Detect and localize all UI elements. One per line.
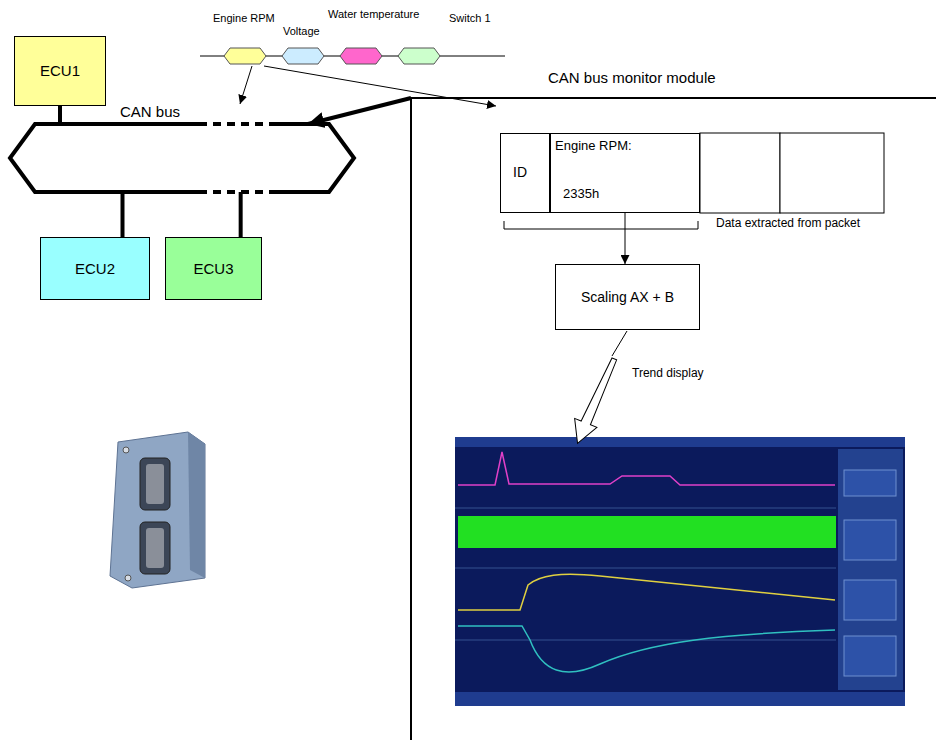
connector	[58, 106, 62, 124]
node-text: CAN bus monitor module	[548, 69, 716, 87]
label-text: Engine RPM	[213, 12, 275, 25]
band-outline	[7, 104, 357, 197]
connector	[121, 192, 125, 237]
connector	[308, 98, 411, 124]
hollow-arrow	[566, 354, 623, 448]
module-side	[188, 432, 205, 578]
connector	[239, 192, 243, 237]
screen-panel	[838, 449, 903, 690]
ecu-box: ECU3	[165, 237, 262, 300]
screw	[123, 447, 129, 453]
screen-button	[844, 470, 896, 496]
band-edge-dashed	[199, 190, 269, 194]
packet-field: ID	[500, 133, 550, 213]
screen-bar	[455, 437, 905, 447]
scaling-box: Scaling AX + B	[555, 264, 700, 330]
grid-line	[455, 508, 836, 509]
trace-cyan	[458, 626, 835, 672]
trace-band	[458, 516, 836, 548]
db9-connector	[140, 522, 170, 574]
ecu-box: ECU1	[14, 36, 106, 106]
node-text: CAN bus	[120, 103, 180, 121]
screen-button	[844, 580, 896, 620]
signal-hexagon	[398, 48, 440, 64]
label-text: Voltage	[283, 25, 320, 38]
can-bus-band: CAN bus	[8, 104, 358, 197]
band-edge	[269, 124, 354, 192]
module-photo	[110, 432, 205, 588]
monitor-module: CAN bus monitor moduleIDEngine RPM:2335h…	[410, 97, 936, 740]
screen-button	[844, 520, 896, 560]
packet-cell	[700, 133, 780, 213]
connector	[625, 213, 626, 264]
db9-pins	[146, 528, 164, 568]
screw	[125, 575, 131, 581]
screen-background	[455, 437, 905, 706]
grid-line	[455, 640, 836, 641]
node-text: ECU2	[75, 260, 115, 278]
signal-hexagon	[224, 48, 266, 64]
db9-connector	[140, 458, 170, 510]
node-text: Engine RPM:	[555, 138, 632, 154]
node-text: ECU3	[193, 260, 233, 278]
ecu-box: ECU2	[40, 237, 150, 300]
band-edge	[10, 124, 199, 192]
leader-arrow	[240, 66, 252, 104]
bracket	[504, 221, 698, 229]
trend-screenshot	[455, 437, 905, 706]
leader-line	[612, 331, 627, 356]
signal-hexagon	[340, 48, 382, 64]
node-text: 2335h	[563, 186, 599, 202]
db9-pins	[146, 464, 164, 504]
module-body	[110, 432, 205, 588]
trace-magenta	[458, 452, 835, 485]
screen-button	[844, 636, 896, 676]
label-text: Data extracted from packet	[716, 216, 860, 230]
packet-field: Engine RPM: 2335h	[550, 133, 700, 213]
node-text: ID	[513, 164, 527, 181]
label-text: Switch 1	[449, 12, 491, 25]
packet-cell	[780, 133, 884, 213]
leader-arrow	[264, 66, 496, 106]
grid-line	[455, 568, 836, 569]
screen-bar	[455, 692, 905, 706]
signal-hexagon	[282, 48, 324, 64]
trace-yellow	[458, 574, 835, 610]
node-text: ECU1	[40, 62, 80, 80]
node-text: Scaling AX + B	[581, 289, 674, 306]
label-text: Trend display	[632, 366, 704, 380]
band-edge-dashed	[199, 122, 269, 126]
label-text: Water temperature	[328, 8, 419, 21]
